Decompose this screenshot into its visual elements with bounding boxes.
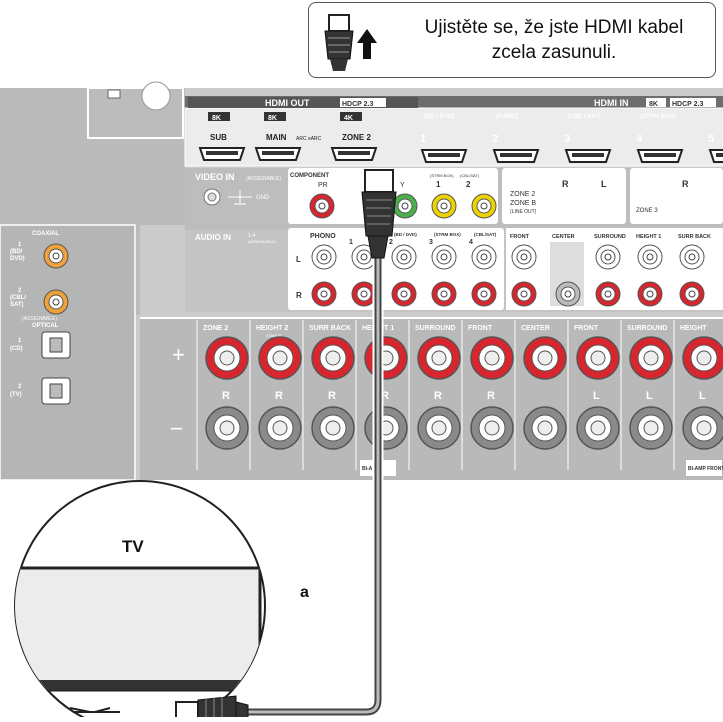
hdmi-out-hdcp: HDCP 2.3: [342, 101, 373, 108]
composite-num-1: 2: [466, 180, 471, 189]
speaker-name-5: FRONT: [468, 325, 493, 332]
component-label: COMPONENT: [290, 173, 329, 179]
preout-label-4: SURR BACK: [678, 234, 711, 240]
zone3-label: ZONE 3: [636, 208, 658, 214]
audio-in-label: AUDIO IN: [195, 233, 231, 242]
minus-sign: −: [170, 416, 183, 441]
optical-name-1: (TV): [10, 392, 22, 398]
optical-sub: (ASSIGNABLE): [22, 316, 57, 322]
preout-label-3: HEIGHT 1: [636, 234, 661, 240]
hdmi-out-res-1: 8K: [268, 115, 277, 122]
bottom-tag-1: BI-AMP FRONT: [688, 466, 723, 472]
speaker-name-0: ZONE 2: [203, 325, 228, 332]
speaker-channel-1: R: [275, 390, 283, 402]
hdmi-in-port-name-0: (BD / DVD): [424, 114, 454, 120]
hdmi-in-port-num-4: 5: [708, 133, 714, 145]
hdmi-out-port-label-0: SUB: [210, 133, 227, 142]
speaker-name-7: FRONT: [574, 325, 599, 332]
speaker-name-8: SURROUND: [627, 325, 667, 332]
hdmi-in-port-name-1: (GAME): [496, 114, 518, 120]
preout-label-2: SURROUND: [594, 234, 626, 240]
coaxial-label: COAXIAL: [32, 231, 59, 237]
instruction-line-1: Ujistěte se, že jste HDMI kabel: [395, 15, 713, 40]
zone2-line-label2: ZONE B: [510, 200, 536, 207]
speaker-channel-5: R: [487, 390, 495, 402]
zone2-line-r: R: [562, 179, 569, 189]
tv-label: TV: [122, 537, 144, 556]
speaker-name-2: SURR BACK: [309, 325, 351, 332]
audio-group-2: (CBL/SAT): [474, 232, 497, 237]
component-pr-label: PR: [318, 182, 328, 189]
instruction-note: Ujistěte se, že jste HDMI kabel zcela za…: [308, 2, 716, 78]
composite-name-0: (STRM BOX): [430, 173, 454, 178]
component-y-label: Y: [400, 182, 405, 189]
hdmi-in-port-num-1: 2: [492, 133, 498, 145]
speaker-name-1: HEIGHT 2: [256, 325, 288, 332]
audio-r-label: R: [296, 291, 302, 300]
coax-name-1-1: SAT): [10, 302, 24, 308]
hdmi-in-res: 8K: [649, 101, 658, 108]
hdmi-out-title: HDMI OUT: [265, 98, 310, 108]
speaker-channel-2: R: [328, 390, 336, 402]
phono-label: PHONO: [310, 233, 336, 240]
video-in-label: VIDEO IN: [195, 172, 235, 182]
hdmi-out-port-sub-1: ARC eARC: [296, 136, 322, 142]
coax-name-0-0: (BD/: [10, 249, 23, 255]
hdmi-in-port-num-0: 1: [420, 133, 426, 145]
hdmi-in-hdcp: HDCP 2.3: [672, 101, 703, 108]
hdmi-out-port-label-1: MAIN: [266, 133, 287, 142]
plus-sign: +: [172, 342, 185, 367]
coax-name-1-0: (CBL/: [10, 295, 26, 301]
hdmi-insert-arrow-icon: [319, 11, 389, 73]
hdmi-in-title: HDMI IN: [594, 98, 629, 108]
zone2-line-l: L: [601, 179, 607, 189]
audio-num-3: 4: [469, 239, 473, 246]
zone3-r: R: [682, 179, 689, 189]
audio-group-0: (BD / DVD): [394, 232, 417, 237]
preout-label-1: CENTER: [552, 234, 575, 240]
video-in-sub: (ASSIGNABLE): [246, 176, 281, 182]
audio-num-0: 1: [349, 239, 353, 246]
coax-name-0-1: DVD): [10, 256, 25, 262]
audio-num-2: 3: [429, 239, 433, 246]
hdmi-out-port-label-2: ZONE 2: [342, 133, 371, 142]
audio-num-1: 2: [389, 239, 393, 246]
hdmi-in-port-name-3: (STRM BOX): [640, 114, 676, 120]
zone2-line-label1: ZONE 2: [510, 191, 535, 198]
optical-name-0: (CD): [10, 346, 23, 352]
hdmi-out-res-2: 4K: [344, 115, 353, 122]
composite-name-1: (CBL/SAT): [460, 173, 480, 178]
gnd-label: GND: [256, 195, 270, 201]
tv-callout: TV: [10, 481, 265, 717]
speaker-channel-9: L: [699, 390, 706, 402]
instruction-text: Ujistěte se, že jste HDMI kabel zcela za…: [395, 15, 713, 65]
instruction-line-2: zcela zasunuli.: [395, 40, 713, 65]
composite-num-0: 1: [436, 180, 441, 189]
audio-l-label: L: [296, 255, 301, 264]
audio-in-sub: (ASSIGNABLE): [248, 239, 277, 244]
zone2-line-label3: (LINE OUT): [510, 209, 537, 215]
hdmi-in-port-num-2: 3: [564, 133, 570, 145]
speaker-channel-8: L: [646, 390, 653, 402]
speaker-channel-0: R: [222, 390, 230, 402]
optical-label: OPTICAL: [32, 323, 59, 329]
speaker-name-9: HEIGHT: [680, 325, 707, 332]
speaker-channel-4: R: [434, 390, 442, 402]
cable-label: a: [300, 584, 309, 601]
hdmi-in-port-num-3: 4: [636, 133, 643, 145]
speaker-channel-7: L: [593, 390, 600, 402]
preout-label-0: FRONT: [510, 234, 530, 240]
speaker-name-6: CENTER: [521, 325, 550, 332]
hdmi-in-port-name-2: (CBL / SAT): [568, 114, 601, 120]
speaker-name-4: SURROUND: [415, 325, 455, 332]
audio-group-1: (STRM BOX): [434, 232, 461, 237]
hdmi-out-res-0: 8K: [212, 115, 221, 122]
